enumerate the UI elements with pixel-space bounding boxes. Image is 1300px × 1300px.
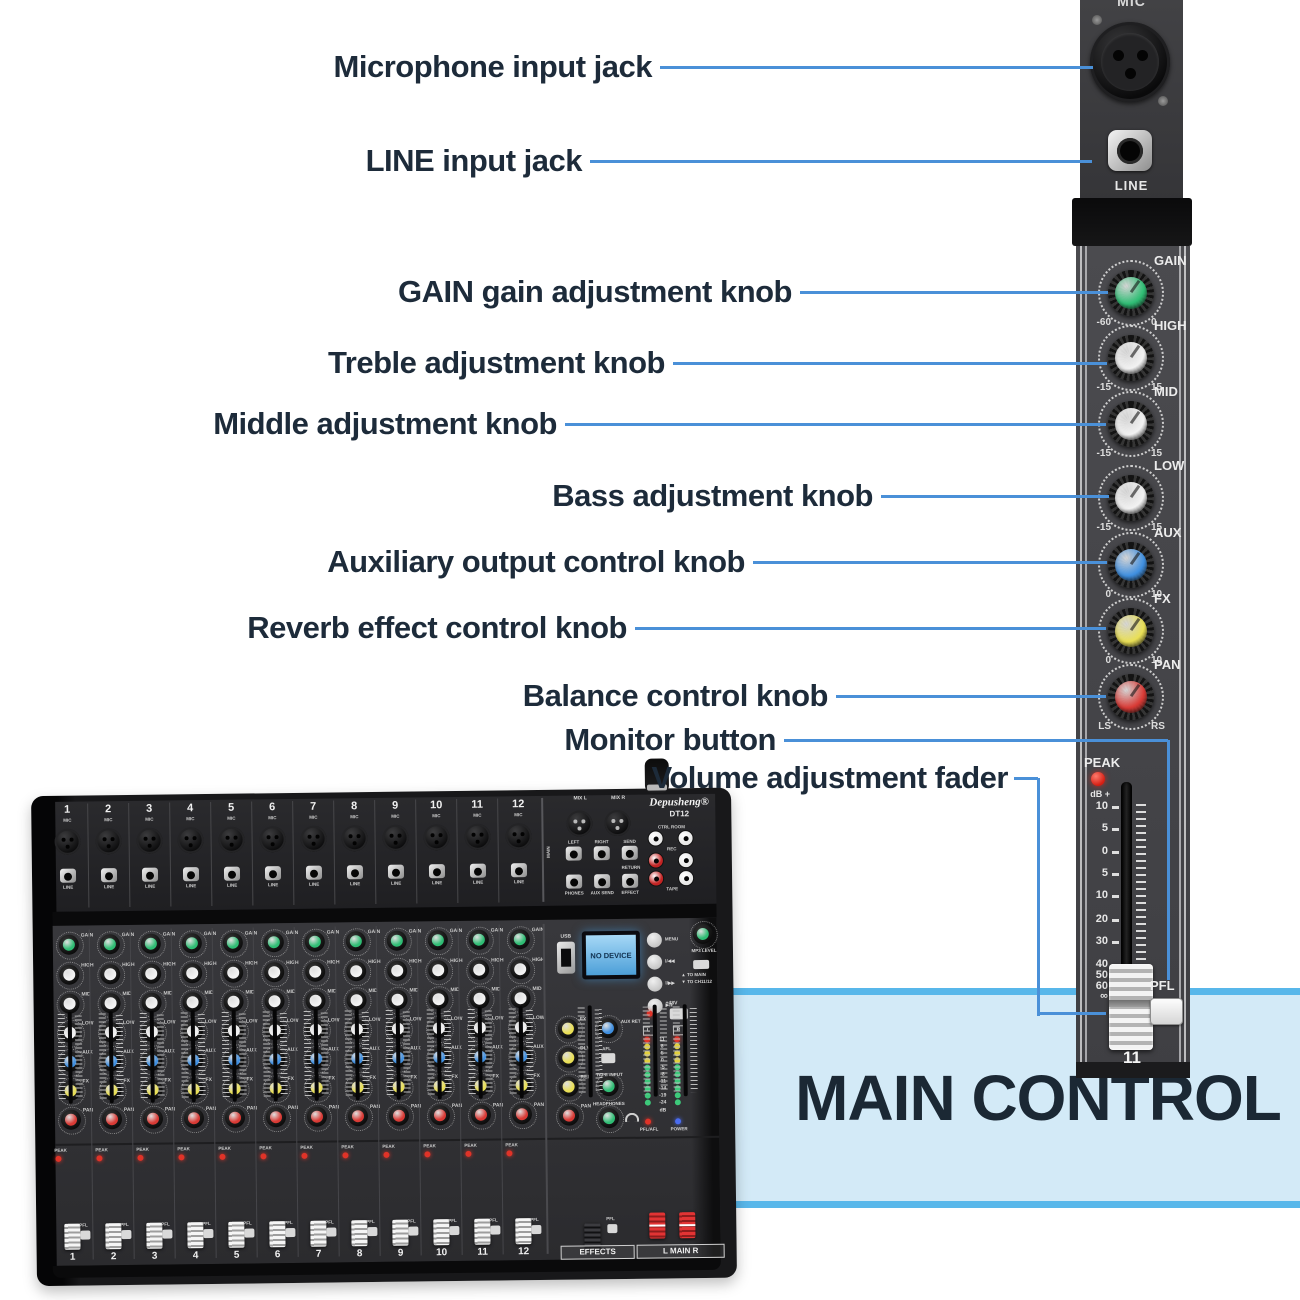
callout-line-reverb-effect-control-knob — [635, 627, 1106, 630]
callout-line-bass-adjustment-knob — [881, 495, 1109, 498]
callout-line-middle-adjustment-knob — [565, 423, 1106, 426]
callout-line-volume-adjustment-fader — [1037, 778, 1040, 1016]
callout-label-bass-adjustment-knob: Bass adjustment knob — [552, 478, 873, 513]
callout-line-auxiliary-output-control-knob — [753, 561, 1107, 564]
callout-label-microphone-input-jack: Microphone input jack — [333, 49, 653, 84]
callout-label-auxiliary-output-control-knob: Auxiliary output control knob — [327, 544, 745, 579]
callout-label-volume-adjustment-fader: Volume adjustment fader — [651, 760, 1008, 795]
callout-label-line-input-jack: LINE input jack — [365, 143, 583, 178]
callout-line-monitor-button — [1167, 740, 1170, 980]
callout-line-treble-adjustment-knob — [673, 362, 1107, 365]
callout-line-monitor-button — [784, 739, 1168, 742]
callout-line-volume-adjustment-fader — [1038, 1012, 1106, 1015]
main-control-title: MAIN CONTROL — [795, 1062, 1282, 1134]
callout-line-balance-control-knob — [836, 695, 1106, 698]
main-control-band: MAIN CONTROL — [730, 988, 1300, 1208]
callout-label-gain-gain-adjustment-knob: GAIN gain adjustment knob — [398, 274, 792, 309]
callout-line-volume-adjustment-fader — [1014, 777, 1038, 780]
callout-label-middle-adjustment-knob: Middle adjustment knob — [213, 406, 557, 441]
callout-label-reverb-effect-control-knob: Reverb effect control knob — [247, 610, 627, 645]
callout-line-gain-gain-adjustment-knob — [800, 291, 1108, 294]
callout-label-treble-adjustment-knob: Treble adjustment knob — [328, 345, 665, 380]
callout-line-line-input-jack — [590, 160, 1092, 163]
callout-line-microphone-input-jack — [660, 66, 1093, 69]
callout-label-balance-control-knob: Balance control knob — [522, 678, 829, 713]
callout-label-monitor-button: Monitor button — [564, 722, 776, 757]
